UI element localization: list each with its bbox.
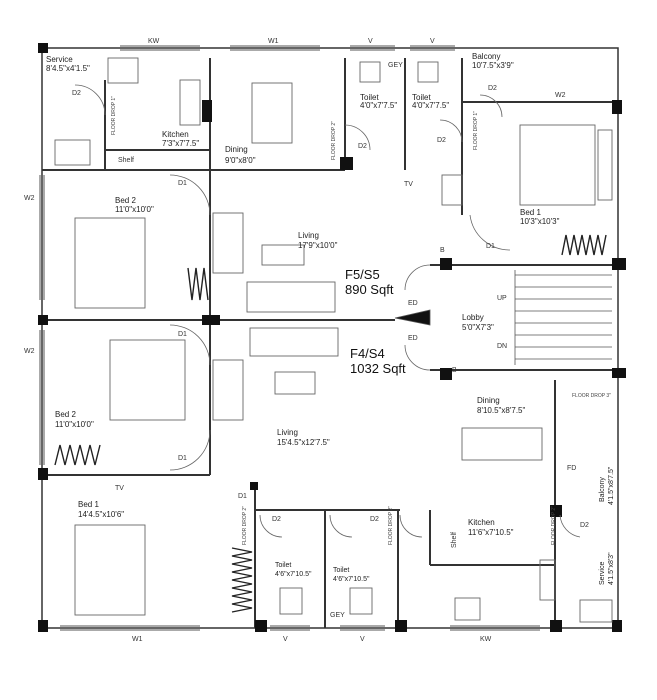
room-dim: 4'1.5"x8'3": [608, 552, 615, 585]
label-w2-balcony: W2: [555, 92, 566, 99]
label-d2: D2: [488, 85, 497, 92]
room-name: Balcony: [599, 477, 606, 502]
room-name: Bed 1: [78, 500, 99, 509]
windows: [39, 45, 540, 631]
label-gey: GEY: [388, 62, 403, 69]
staircase: [394, 270, 612, 365]
room-name: Living: [277, 428, 298, 437]
room-dim: 10'3"x10'3": [520, 217, 560, 226]
flat-lower-name: F4/S4: [350, 346, 385, 361]
room-dim: 11'6"x7'10.5": [468, 528, 514, 537]
room-dim: 17'9"x10'0": [298, 241, 338, 250]
room-dim: 4'1.5"x8'7.5": [608, 466, 615, 505]
flat-upper-area: 890 Sqft: [345, 282, 394, 297]
label-floor-drop: FLOOR DROP 2": [388, 506, 394, 545]
label-d2: D2: [272, 516, 281, 523]
label-ed: ED: [408, 300, 418, 307]
label-b: B: [452, 367, 457, 374]
label-tv: TV: [115, 485, 124, 492]
label-floor-drop: FLOOR DROP 1": [111, 96, 117, 135]
label-shelf: Shelf: [118, 157, 134, 164]
room-name: Service: [599, 562, 606, 585]
room-dim: 8'4.5"x4'1.5": [46, 64, 90, 73]
label-gey: GEY: [330, 612, 345, 619]
label-floor-drop: FLOOR DROP 2": [242, 506, 248, 545]
room-name: Toilet: [333, 567, 349, 574]
label-shelf: Shelf: [451, 532, 458, 548]
room-dim: 15'4.5"x12'7.5": [277, 438, 330, 447]
annotations: KW W1 V V W2 W2 W2 W1 V V KW D2 D1 D1 D1…: [24, 38, 611, 643]
label-w2-left1: W2: [24, 195, 35, 202]
room-dim: 4'6"x7'10.5": [275, 571, 312, 578]
room-name: Kitchen: [162, 130, 189, 139]
label-b: B: [440, 247, 445, 254]
label-v-bot1: V: [283, 636, 288, 643]
walls: [41, 47, 619, 629]
room-name: Toilet: [412, 93, 431, 102]
room-name: Bed 2: [115, 196, 136, 205]
label-tv: TV: [404, 181, 413, 188]
label-d2: D2: [437, 137, 446, 144]
label-floor-drop: FLOOR DROP 2": [551, 506, 557, 545]
label-v-bot2: V: [360, 636, 365, 643]
room-dim: 4'0"x7'7.5": [360, 101, 397, 110]
room-labels: Service 8'4.5"x4'1.5" Kitchen 7'3"x7'7.5…: [46, 52, 615, 585]
columns: [38, 43, 626, 632]
room-name: Toilet: [275, 562, 291, 569]
label-d1: D1: [486, 243, 495, 250]
label-w2-left2: W2: [24, 348, 35, 355]
room-dim: 11'0"x10'0": [55, 420, 94, 429]
label-v-top2: V: [430, 38, 435, 45]
label-floor-drop: FLOOR DROP 3": [572, 393, 611, 399]
label-d1: D1: [178, 180, 187, 187]
doors: [74, 84, 581, 538]
flat-lower-area: 1032 Sqft: [350, 361, 406, 376]
label-fd: FD: [567, 465, 576, 472]
label-d1: D1: [238, 493, 247, 500]
room-dim: 8'10.5"x8'7.5": [477, 406, 525, 415]
room-name: Kitchen: [468, 518, 495, 527]
label-d1: D1: [178, 455, 187, 462]
room-name: Living: [298, 231, 319, 240]
label-kw-top: KW: [148, 38, 160, 45]
label-kw-bottom: KW: [480, 636, 492, 643]
room-name: Bed 2: [55, 410, 76, 419]
label-floor-drop: FLOOR DROP 2": [331, 121, 337, 160]
room-name: Bed 1: [520, 208, 541, 217]
room-dim: 14'4.5"x10'6": [78, 510, 124, 519]
room-name: Lobby: [462, 313, 484, 322]
room-dim: 10'7.5"x3'9": [472, 61, 514, 70]
label-w1-bottom: W1: [132, 636, 143, 643]
room-dim: 4'0"x7'7.5": [412, 101, 449, 110]
label-d2: D2: [358, 143, 367, 150]
label-dn: DN: [497, 343, 507, 350]
furniture: [54, 57, 613, 623]
room-name: Toilet: [360, 93, 379, 102]
flat-upper-name: F5/S5: [345, 267, 380, 282]
room-dim: 7'3"x7'7.5": [162, 139, 199, 148]
room-name: Dining: [477, 396, 500, 405]
room-dim: 9'0"x8'0": [225, 156, 256, 165]
label-floor-drop: FLOOR DROP 1": [473, 111, 479, 150]
label-d2: D2: [370, 516, 379, 523]
label-d2: D2: [580, 522, 589, 529]
label-ed: ED: [408, 335, 418, 342]
room-name: Dining: [225, 145, 248, 154]
label-w1-top: W1: [268, 38, 279, 45]
room-dim: 4'6"x7'10.5": [333, 576, 370, 583]
label-v-top1: V: [368, 38, 373, 45]
wardrobes: [54, 234, 607, 613]
room-dim: 11'0"x10'0": [115, 205, 154, 214]
room-dim: 5'0"X7'3": [462, 323, 494, 332]
label-d1: D1: [178, 331, 187, 338]
label-d2: D2: [72, 90, 81, 97]
room-name: Balcony: [472, 52, 500, 61]
room-name: Service: [46, 55, 73, 64]
label-up: UP: [497, 295, 507, 302]
